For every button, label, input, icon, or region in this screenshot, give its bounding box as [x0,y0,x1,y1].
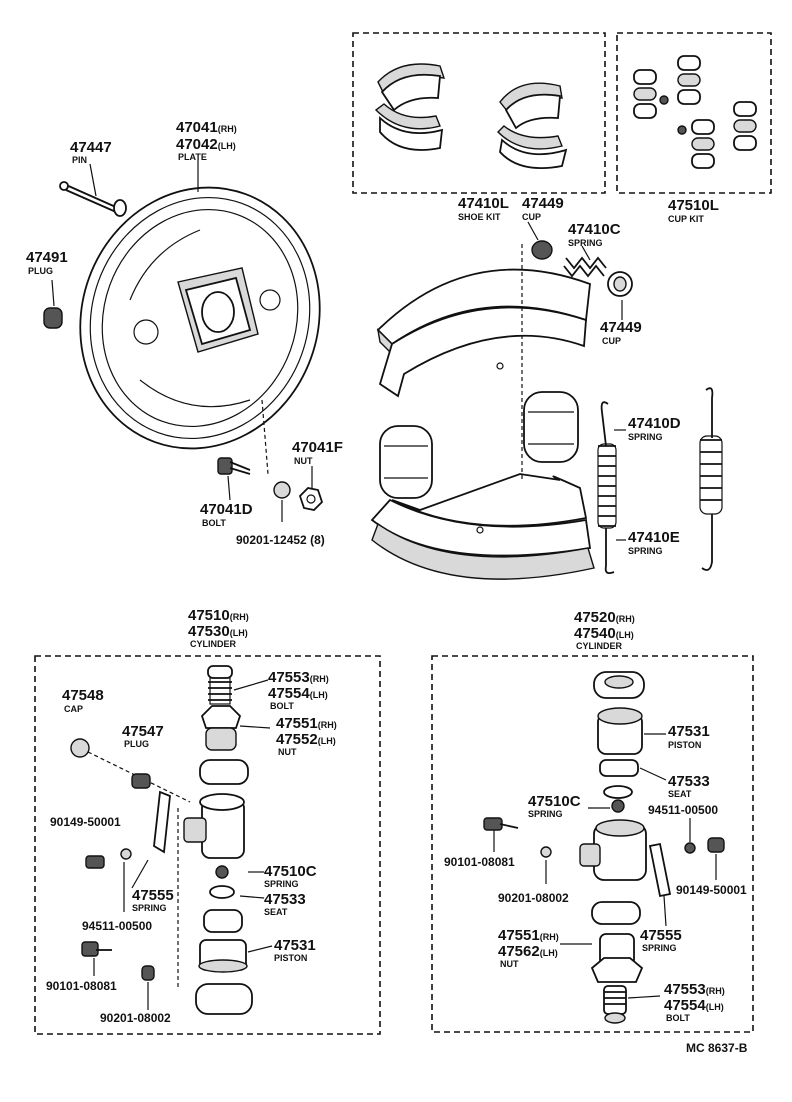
label-L-47551-sub: NUT [278,747,297,757]
right-cylinder-box [431,655,754,1033]
label-47449-top-sub: CUP [522,212,541,222]
label-L-90201: 90201-08002 [100,1011,171,1025]
label-cyl-left-sub: CYLINDER [190,639,237,649]
label-cyl-right-1: 47520(RH) [574,609,635,626]
bolt-nut-illustration [217,399,324,522]
label-L-47551: 47551(RH) [276,715,337,732]
label-47041: 47041(RH) [176,119,237,136]
label-47041D-sub: BOLT [202,518,226,528]
center-cylinder-boots [379,391,579,499]
left-cylinder-box [34,655,381,1035]
label-L-47552: 47552(LH) [276,731,336,748]
label-L-47510C: 47510C [264,863,317,880]
leader-lines [51,160,717,1010]
label-R-47510C: 47510C [528,793,581,810]
label-47041F-sub: NUT [294,456,313,466]
shoe-kit-illustration [374,63,568,169]
plug-47491-illustration [43,307,63,329]
label-47041D: 47041D [200,501,253,518]
label-L-47548-sub: CAP [64,704,83,714]
label-R-90201: 90201-08002 [498,891,569,905]
label-47491: 47491 [26,249,68,266]
label-L-47531-sub: PISTON [274,953,307,963]
label-R-47531-sub: PISTON [668,740,701,750]
label-L-47547: 47547 [122,723,164,740]
label-L-47555: 47555 [132,887,174,904]
label-47491-sub: PLUG [28,266,53,276]
label-R-47533-sub: SEAT [668,789,692,799]
label-47410L-sub: SHOE KIT [458,212,501,222]
brake-shoes-illustration [370,268,595,580]
label-47410L: 47410L [458,195,509,212]
right-cylinder-illustration [483,671,725,1024]
label-L-47533-sub: SEAT [264,907,288,917]
label-47410D-sub: SPRING [628,432,663,442]
label-L-90149: 90149-50001 [50,815,121,829]
label-L-47547-sub: PLUG [124,739,149,749]
label-R-47555-sub: SPRING [642,943,677,953]
label-R-47510C-sub: SPRING [528,809,563,819]
label-L-47554: 47554(LH) [268,685,328,702]
pin-47447-illustration [59,181,127,217]
label-cyl-right-sub: CYLINDER [576,641,623,651]
cups-springs-illustration [521,240,633,480]
cup-kit-box [616,32,772,194]
label-R-47531: 47531 [668,723,710,740]
label-R-47553: 47553(RH) [664,981,725,998]
backing-plate-illustration [79,186,321,450]
label-R-94511: 94511-00500 [648,803,718,817]
label-47410D: 47410D [628,415,681,432]
label-47447: 47447 [70,139,112,156]
diagram-code: MC 8637-B [686,1041,748,1055]
label-47510L: 47510L [668,197,719,214]
label-47041F: 47041F [292,439,343,456]
label-R-90101: 90101-08081 [444,855,515,869]
label-47449-right: 47449 [600,319,642,336]
label-R-47533: 47533 [668,773,710,790]
label-L-47553-sub: BOLT [270,701,294,711]
label-R-47551-sub: NUT [500,959,519,969]
label-90201-12452: 90201-12452 (8) [236,533,325,547]
label-R-47554: 47554(LH) [664,997,724,1014]
label-R-90149: 90149-50001 [676,883,747,897]
label-47410C: 47410C [568,221,621,238]
label-L-47548: 47548 [62,687,104,704]
label-R-47553-sub: BOLT [666,1013,690,1023]
label-47410C-sub: SPRING [568,238,603,248]
label-47510L-sub: CUP KIT [668,214,704,224]
label-R-47555: 47555 [640,927,682,944]
cup-kit-illustration [633,55,757,169]
label-R-47562: 47562(LH) [498,943,558,960]
label-L-90101: 90101-08081 [46,979,117,993]
label-47410E: 47410E [628,529,680,546]
shoe-kit-box [352,32,606,194]
label-L-94511: 94511-00500 [82,919,152,933]
label-L-47531: 47531 [274,937,316,954]
label-L-47533: 47533 [264,891,306,908]
left-cylinder-illustration [70,665,253,1015]
return-springs-illustration [597,387,723,575]
label-cyl-right-2: 47540(LH) [574,625,634,642]
label-47449-right-sub: CUP [602,336,621,346]
label-cyl-left-1: 47510(RH) [188,607,249,624]
label-L-47510C-sub: SPRING [264,879,299,889]
label-47042: 47042(LH) [176,136,236,153]
label-47449-top: 47449 [522,195,564,212]
label-R-47551: 47551(RH) [498,927,559,944]
label-cyl-left-2: 47530(LH) [188,623,248,640]
label-L-47553: 47553(RH) [268,669,329,686]
label-L-47555-sub: SPRING [132,903,167,913]
label-47447-sub: PIN [72,155,87,165]
label-47410E-sub: SPRING [628,546,663,556]
label-plate-sub: PLATE [178,152,207,162]
